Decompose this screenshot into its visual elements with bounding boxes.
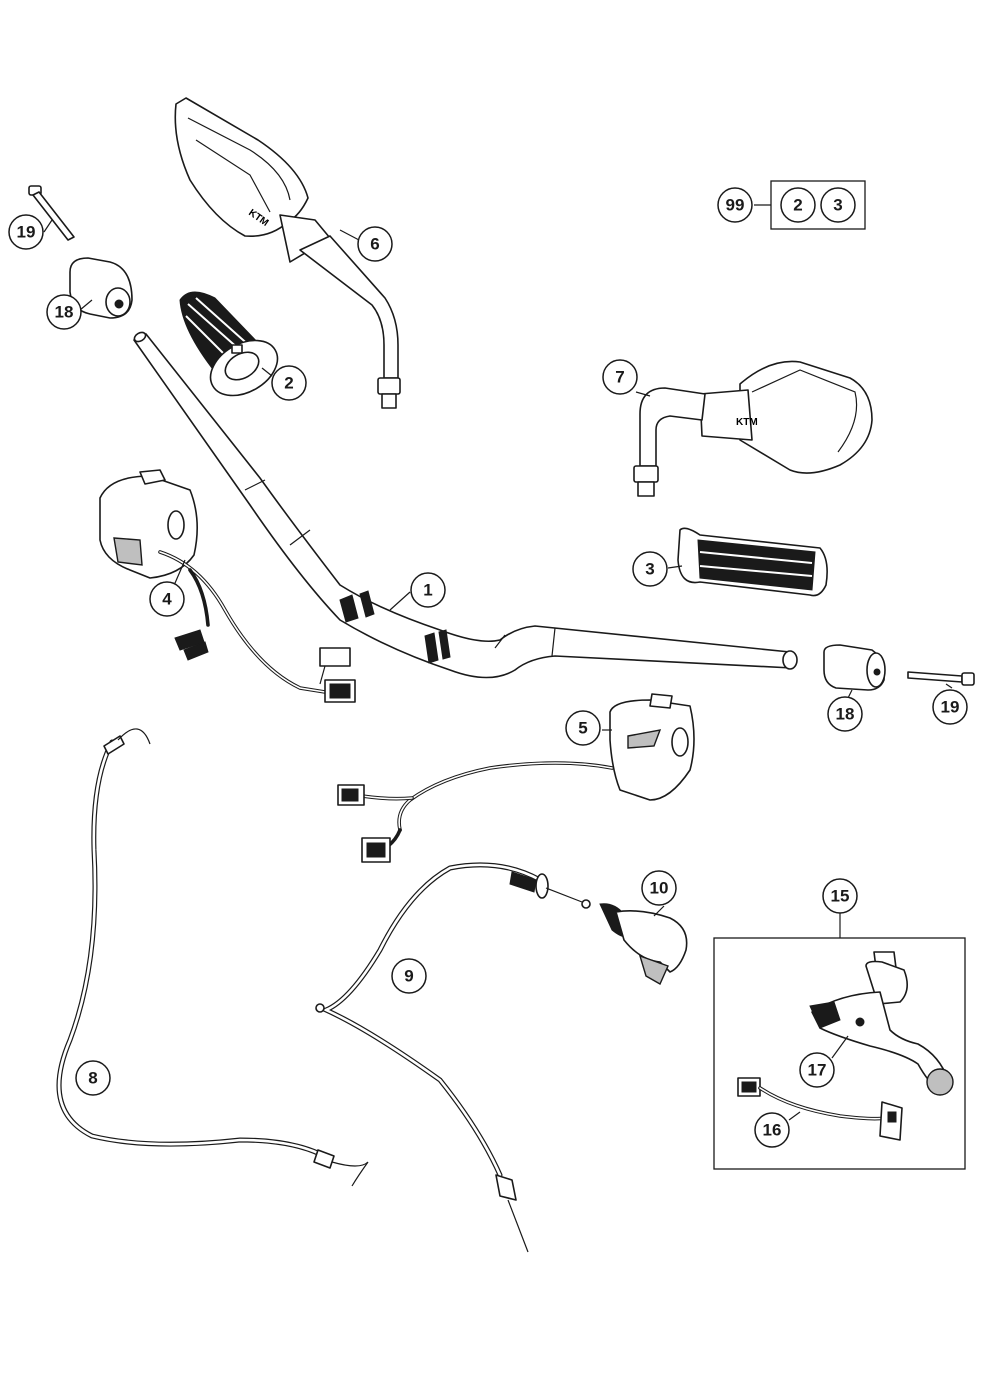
callout-3: 3 bbox=[632, 551, 668, 587]
svg-text:2: 2 bbox=[793, 196, 802, 215]
handlebar bbox=[133, 331, 798, 679]
bolt-right bbox=[907, 671, 975, 686]
switch-right bbox=[337, 693, 695, 863]
callout-99: 99 bbox=[717, 187, 753, 223]
svg-text:1: 1 bbox=[423, 581, 432, 600]
svg-text:19: 19 bbox=[941, 698, 960, 717]
callout-4: 4 bbox=[149, 581, 185, 617]
svg-text:19: 19 bbox=[17, 223, 36, 242]
grip-left bbox=[677, 527, 828, 597]
throttle-grip bbox=[179, 291, 279, 397]
bar-end-weight-right bbox=[823, 644, 886, 691]
callout-99-part-2: 2 bbox=[780, 187, 816, 223]
svg-text:18: 18 bbox=[836, 705, 855, 724]
svg-text:4: 4 bbox=[162, 590, 172, 609]
svg-text:9: 9 bbox=[404, 967, 413, 986]
brake-lever bbox=[809, 951, 954, 1096]
svg-text:99: 99 bbox=[726, 196, 745, 215]
callout-99-part-3: 3 bbox=[820, 187, 856, 223]
svg-text:6: 6 bbox=[370, 235, 379, 254]
throttle-cable bbox=[315, 862, 591, 1253]
svg-text:18: 18 bbox=[55, 303, 74, 322]
callout-1: 1 bbox=[410, 572, 446, 608]
svg-text:16: 16 bbox=[763, 1121, 782, 1140]
mirror-left: KTM bbox=[174, 97, 401, 409]
callout-7: 7 bbox=[602, 359, 638, 395]
svg-text:17: 17 bbox=[808, 1061, 827, 1080]
callout-10: 10 bbox=[641, 870, 677, 906]
callout-2: 2 bbox=[271, 365, 307, 401]
svg-text:3: 3 bbox=[645, 560, 654, 579]
callout-8: 8 bbox=[75, 1060, 111, 1096]
mirror-logo-right: KTM bbox=[736, 417, 758, 428]
callout-19-right: 19 bbox=[932, 689, 968, 725]
svg-text:15: 15 bbox=[831, 887, 850, 906]
mirror-right: KTM bbox=[633, 360, 873, 497]
svg-text:5: 5 bbox=[578, 719, 587, 738]
svg-text:2: 2 bbox=[284, 374, 293, 393]
switch-left bbox=[99, 469, 356, 703]
bar-end-weight-left bbox=[69, 257, 133, 319]
callout-17: 17 bbox=[799, 1052, 835, 1088]
svg-text:3: 3 bbox=[833, 196, 842, 215]
callout-9: 9 bbox=[391, 958, 427, 994]
svg-text:8: 8 bbox=[88, 1069, 97, 1088]
callout-16: 16 bbox=[754, 1112, 790, 1148]
clutch-cable bbox=[56, 728, 369, 1187]
callout-6: 6 bbox=[357, 226, 393, 262]
callout-5: 5 bbox=[565, 710, 601, 746]
callout-15: 15 bbox=[822, 878, 858, 914]
rubber-cover bbox=[599, 903, 688, 985]
callout-19-left: 19 bbox=[8, 214, 44, 250]
brake-switch bbox=[737, 1077, 903, 1141]
callout-18-right: 18 bbox=[827, 696, 863, 732]
callout-18-left: 18 bbox=[46, 294, 82, 330]
svg-text:7: 7 bbox=[615, 368, 624, 387]
bolt-left bbox=[28, 185, 75, 241]
svg-text:10: 10 bbox=[650, 879, 669, 898]
